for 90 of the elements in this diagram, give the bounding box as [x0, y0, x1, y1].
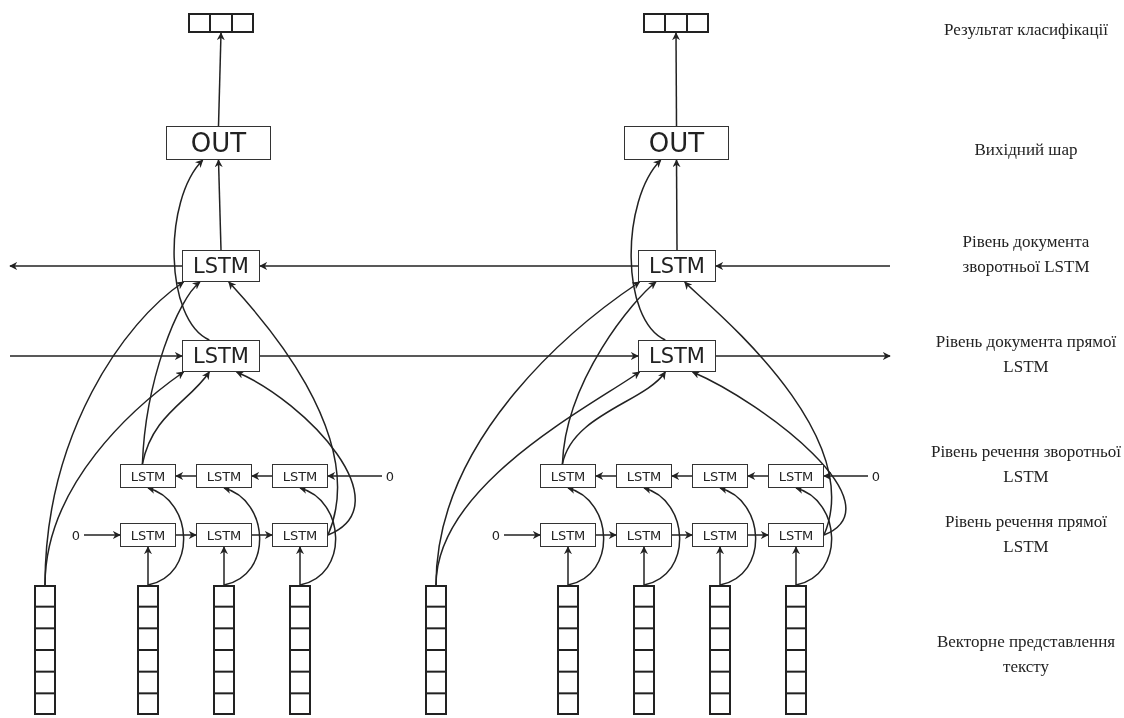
word-vector [137, 585, 159, 715]
output-layer-box: OUT [624, 126, 729, 160]
lstm-box: LSTM [768, 523, 824, 547]
arrow [235, 371, 356, 536]
lstm-box: LSTM [638, 340, 716, 372]
lstm-box: LSTM [692, 464, 748, 488]
output-vector [188, 13, 254, 33]
arrow [643, 487, 681, 586]
arrow [214, 159, 223, 251]
lstm-box: LSTM [768, 464, 824, 488]
word-vector [425, 585, 447, 715]
lstm-box: LSTM [616, 523, 672, 547]
arrow [503, 531, 541, 539]
word-vector [785, 585, 807, 715]
word-vector [709, 585, 731, 715]
arrow [216, 32, 225, 127]
arrow [671, 472, 693, 480]
arrow [640, 546, 648, 586]
lstm-box: LSTM [182, 340, 260, 372]
arrow [141, 371, 211, 465]
arrow [671, 531, 693, 539]
layer-label: Векторне представлення тексту [935, 631, 1117, 678]
initial-state-label: 0 [382, 466, 398, 486]
lstm-box: LSTM [196, 464, 252, 488]
arrow [147, 487, 185, 586]
arrow [251, 472, 273, 480]
word-vector [213, 585, 235, 715]
arrow [299, 487, 337, 586]
arrow [630, 159, 667, 341]
arrow [561, 371, 667, 465]
arrow [173, 159, 211, 341]
lstm-box: LSTM [638, 250, 716, 282]
lstm-box: LSTM [616, 464, 672, 488]
arrow [83, 531, 121, 539]
layer-label: Рівень речення прямої LSTM [943, 511, 1109, 558]
output-layer-box: OUT [166, 126, 271, 160]
arrow [715, 262, 891, 270]
arrow [595, 472, 617, 480]
arrow [259, 262, 639, 270]
lstm-box: LSTM [272, 523, 328, 547]
initial-state-label: 0 [488, 525, 504, 545]
output-vector [643, 13, 709, 33]
arrow [175, 472, 197, 480]
arrow [567, 487, 605, 586]
word-vector [557, 585, 579, 715]
word-vector [289, 585, 311, 715]
lstm-box: LSTM [692, 523, 748, 547]
arrow [564, 546, 572, 586]
arrow [327, 472, 383, 480]
arrow [672, 32, 681, 127]
arrow [747, 531, 769, 539]
arrow [259, 352, 639, 360]
lstm-box: LSTM [196, 523, 252, 547]
lstm-box: LSTM [540, 523, 596, 547]
arrow [223, 487, 261, 586]
arrow [595, 531, 617, 539]
arrow [296, 546, 304, 586]
arrow [715, 352, 891, 360]
arrow [719, 487, 757, 586]
layer-label: Рівень речення зворотньої LSTM [929, 441, 1123, 488]
arrow [9, 262, 183, 270]
arrow [220, 546, 228, 586]
arrow [672, 159, 681, 251]
arrow [747, 472, 769, 480]
initial-state-label: 0 [68, 525, 84, 545]
arrow [435, 371, 641, 586]
layer-label: Вихідний шар [973, 138, 1079, 161]
arrow [716, 546, 724, 586]
word-vector [34, 585, 56, 715]
arrow [691, 371, 846, 536]
lstm-box: LSTM [182, 250, 260, 282]
arrow [175, 531, 197, 539]
lstm-box: LSTM [120, 464, 176, 488]
layer-label: Рівень документа зворотньої LSTM [961, 231, 1091, 278]
layer-label: Рівень документа прямої LSTM [934, 331, 1118, 378]
lstm-box: LSTM [272, 464, 328, 488]
arrow [228, 281, 339, 536]
arrow [9, 352, 183, 360]
arrow [44, 371, 185, 586]
arrow [795, 487, 833, 586]
word-vector [633, 585, 655, 715]
arrow [251, 531, 273, 539]
lstm-box: LSTM [120, 523, 176, 547]
arrow [684, 281, 832, 536]
lstm-box: LSTM [540, 464, 596, 488]
initial-state-label: 0 [868, 466, 884, 486]
arrow [144, 546, 152, 586]
arrow [823, 472, 869, 480]
arrow [792, 546, 800, 586]
layer-label: Результат класифікації [943, 18, 1109, 41]
